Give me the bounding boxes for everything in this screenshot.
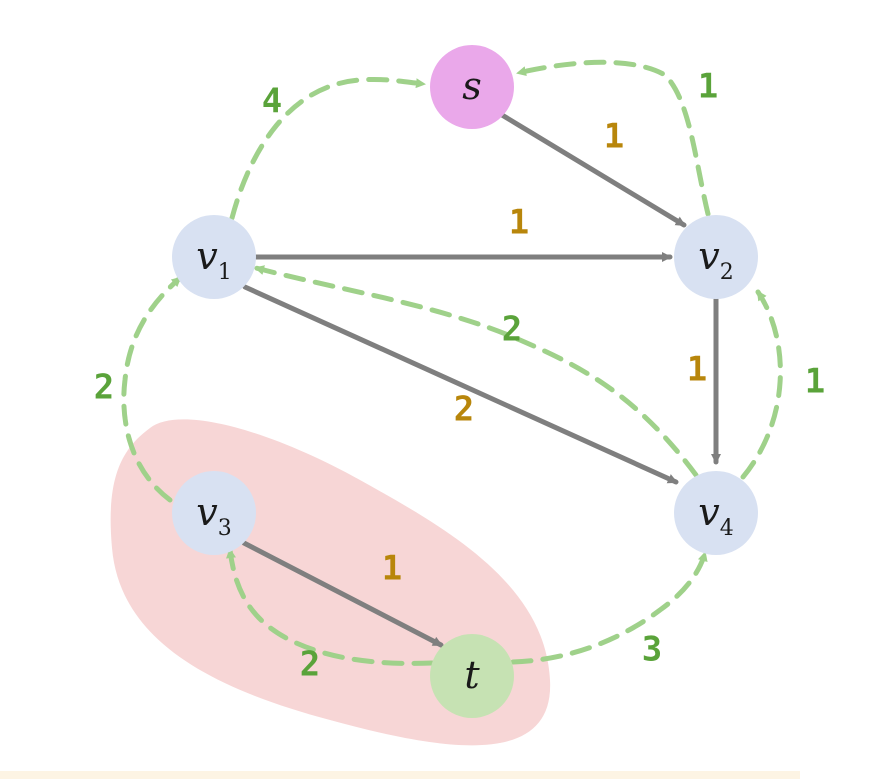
node-label-main-v4: v [698,490,720,534]
residual-edge-v2-s [515,59,711,217]
node-label-main-v3: v [196,490,218,534]
capacity-edge-v3-t [241,540,444,648]
residual-label-t-v3: 2 [300,645,320,685]
residual-edge-v1-s [229,76,427,221]
node-circle-t [430,634,514,718]
residual-label-v3-v1: 2 [94,368,114,408]
node-label-sub-v1: 1 [218,260,232,285]
residual-label-t-v4: 3 [642,630,662,670]
node-label-sub-v2: 2 [720,260,734,285]
capacity-edge-v1-v4 [242,284,679,485]
node-label-v1: v1 [196,234,231,285]
node-v3: v3 [172,471,256,555]
node-circle-v2 [674,215,758,299]
residual-edges [121,59,783,666]
node-label-v2: v2 [698,234,733,285]
residual-edge-t-v3 [226,547,435,666]
node-label-main-s: s [462,64,482,108]
residual-edge-v3-v1 [121,275,183,503]
bottom-strip [0,771,800,779]
residual-label-v4-v1: 2 [502,310,522,350]
residual-label-v2-s: 1 [698,67,718,107]
node-circle-s [430,45,514,129]
capacity-edge-s-v2 [499,112,687,228]
residual-edge-t-v4 [510,550,708,665]
residual-edge-v4-v1 [253,265,699,478]
capacity-label-v3-t: 1 [382,549,402,589]
capacity-label-v1-v4: 2 [454,390,474,430]
residual-label-v1-s: 4 [262,82,282,122]
node-circle-v4 [674,471,758,555]
node-label-v4: v4 [698,490,733,541]
residual-label-v4-v2: 1 [805,362,825,402]
node-v1: v1 [172,215,256,299]
capacity-label-v2-v4: 1 [687,350,707,390]
node-label-sub-v3: 3 [218,516,232,541]
node-s: s [430,45,514,129]
capacity-edges [241,112,721,648]
node-v2: v2 [674,215,758,299]
residual-edge-v4-v2 [740,289,783,480]
node-label-v3: v3 [196,490,231,541]
node-circle-v1 [172,215,256,299]
capacity-label-v1-v2: 1 [509,203,529,243]
node-label-s: s [462,64,482,108]
node-circle-v3 [172,471,256,555]
node-label-main-v2: v [698,234,720,278]
capacity-label-s-v2: 1 [604,117,624,157]
node-label-t: t [464,653,480,697]
node-label-main-v1: v [196,234,218,278]
node-label-main-t: t [464,653,480,697]
node-label-sub-v4: 4 [720,516,734,541]
node-v4: v4 [674,471,758,555]
node-t: t [430,634,514,718]
